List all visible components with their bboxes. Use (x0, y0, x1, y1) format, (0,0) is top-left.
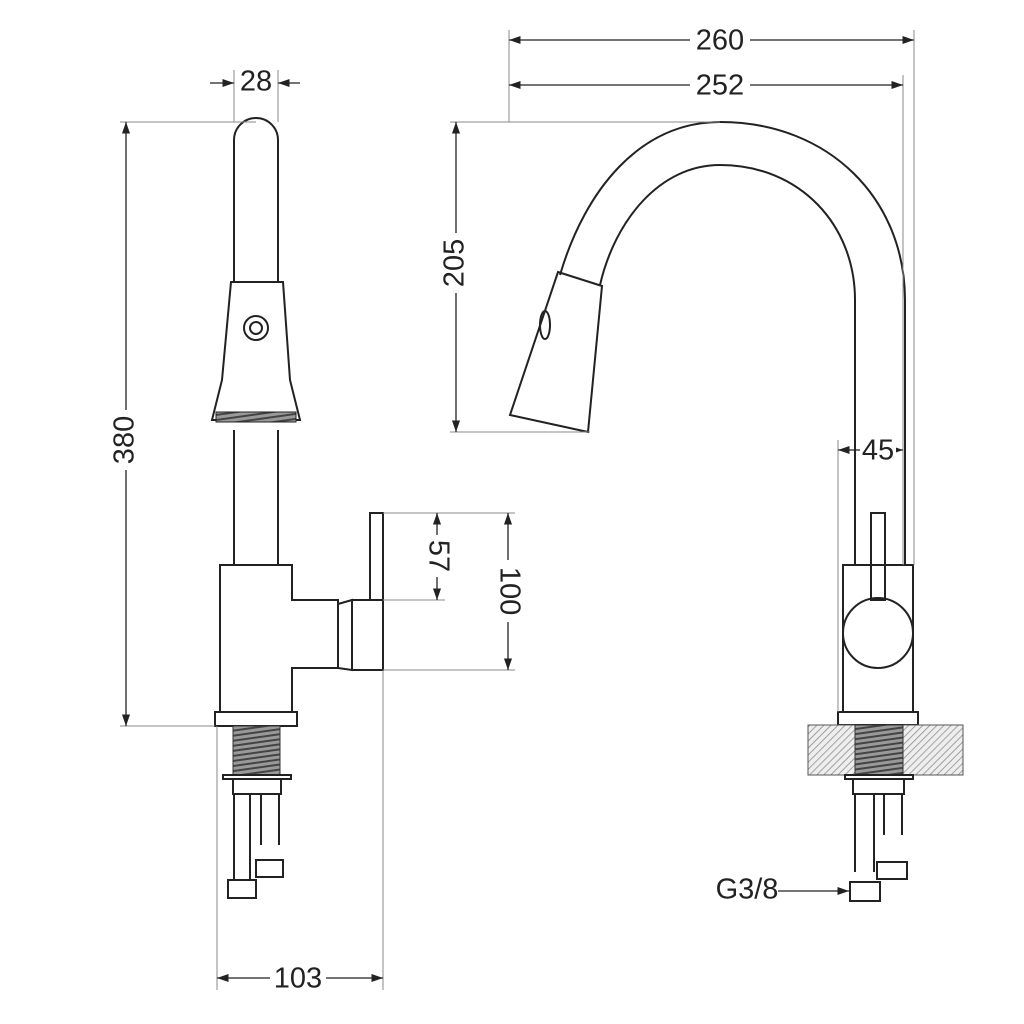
dim-260: 260 (696, 25, 744, 57)
dim-100: 100 (493, 567, 525, 615)
handle-knob (842, 597, 914, 669)
side-view: 28 380 57 100 103 (109, 66, 526, 995)
handle-block (351, 599, 384, 671)
handle-lever (369, 512, 384, 601)
spray-button (243, 315, 269, 341)
dim-380: 380 (109, 416, 141, 464)
dim-28: 28 (240, 66, 272, 98)
spout-arc (559, 120, 906, 565)
connection-label: G3/8 (716, 874, 779, 906)
dim-57: 57 (422, 540, 454, 572)
dim-205: 205 (439, 239, 471, 287)
body-front (842, 564, 914, 713)
handle-lever-front (870, 512, 886, 601)
front-view: 260 252 205 45 G3/8 (439, 24, 964, 906)
sprayhead-front (508, 270, 604, 434)
dim-45: 45 (862, 435, 894, 467)
sprayhead (210, 281, 302, 421)
base-flange (214, 711, 298, 727)
dim-252: 252 (696, 70, 744, 102)
body (219, 564, 339, 713)
dim-103: 103 (274, 963, 322, 995)
spout-upper (233, 117, 279, 282)
